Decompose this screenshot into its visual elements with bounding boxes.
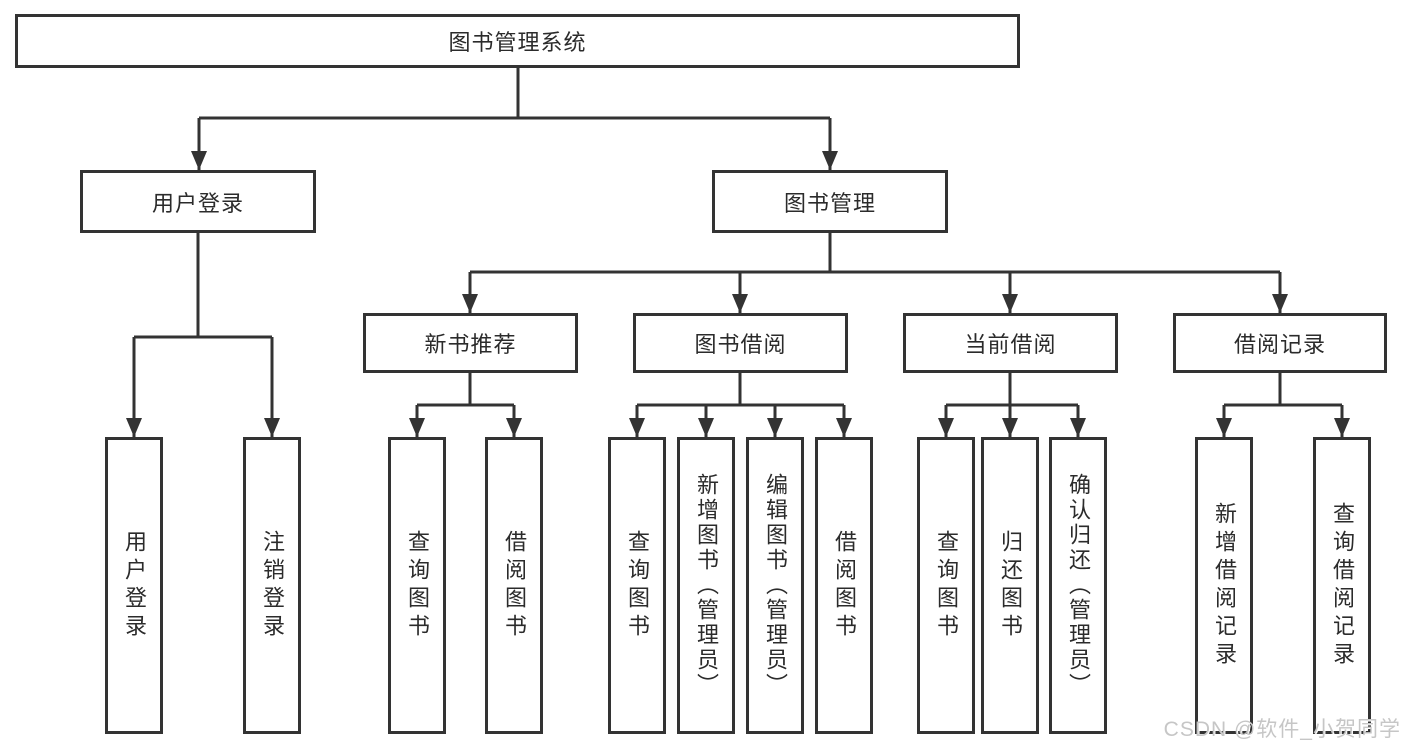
node-library-system: 图书管理系统 xyxy=(15,14,1020,68)
node-leaf-query-books-borrowing: 查询图书 xyxy=(608,437,666,734)
node-leaf-query-books-current: 查询图书 xyxy=(917,437,975,734)
connector-borrowing-to-leaves xyxy=(635,373,846,437)
node-current-borrowing: 当前借阅 xyxy=(903,313,1118,373)
arrow-down-icon xyxy=(1272,294,1288,313)
connector-root-to-level2 xyxy=(197,68,832,170)
arrow-down-icon xyxy=(506,418,522,437)
arrow-down-icon xyxy=(836,418,852,437)
arrow-down-icon xyxy=(629,418,645,437)
connector-user-login-to-leaves xyxy=(132,233,274,437)
node-borrowing-records: 借阅记录 xyxy=(1173,313,1387,373)
arrow-down-icon xyxy=(1002,418,1018,437)
arrow-down-icon xyxy=(698,418,714,437)
node-leaf-confirm-return-admin: 确认归还（管理员） xyxy=(1049,437,1107,734)
arrow-down-icon xyxy=(767,418,783,437)
watermark: CSDN @软件_小贺同学 xyxy=(1163,718,1401,741)
arrow-down-icon xyxy=(462,294,478,313)
arrow-down-icon xyxy=(822,151,838,170)
node-new-book-recommend: 新书推荐 xyxy=(363,313,578,373)
arrow-down-icon xyxy=(409,418,425,437)
node-leaf-query-books-recommend: 查询图书 xyxy=(388,437,446,734)
node-book-management: 图书管理 xyxy=(712,170,948,233)
arrowhead-icons xyxy=(126,151,1350,437)
node-leaf-add-borrow-record: 新增借阅记录 xyxy=(1195,437,1253,734)
node-leaf-return-books: 归还图书 xyxy=(981,437,1039,734)
node-leaf-borrow-books-recommend: 借阅图书 xyxy=(485,437,543,734)
arrow-down-icon xyxy=(1070,418,1086,437)
arrow-down-icon xyxy=(1334,418,1350,437)
arrow-down-icon xyxy=(732,294,748,313)
arrow-down-icon xyxy=(264,418,280,437)
node-book-borrowing: 图书借阅 xyxy=(633,313,848,373)
connector-recommend-to-leaves xyxy=(415,373,516,437)
arrow-down-icon xyxy=(191,151,207,170)
node-leaf-add-books-admin: 新增图书（管理员） xyxy=(677,437,735,734)
arrow-down-icon xyxy=(1002,294,1018,313)
arrow-down-icon xyxy=(126,418,142,437)
arrow-down-icon xyxy=(1216,418,1232,437)
node-leaf-edit-books-admin: 编辑图书（管理员） xyxy=(746,437,804,734)
node-leaf-user-login: 用户登录 xyxy=(105,437,163,734)
connector-book-mgmt-to-groups xyxy=(468,233,1282,313)
node-leaf-query-borrow-record: 查询借阅记录 xyxy=(1313,437,1371,734)
arrow-down-icon xyxy=(938,418,954,437)
node-user-login: 用户登录 xyxy=(80,170,316,233)
node-leaf-borrow-books-borrowing: 借阅图书 xyxy=(815,437,873,734)
node-leaf-logout: 注销登录 xyxy=(243,437,301,734)
connector-records-to-leaves xyxy=(1222,373,1344,437)
